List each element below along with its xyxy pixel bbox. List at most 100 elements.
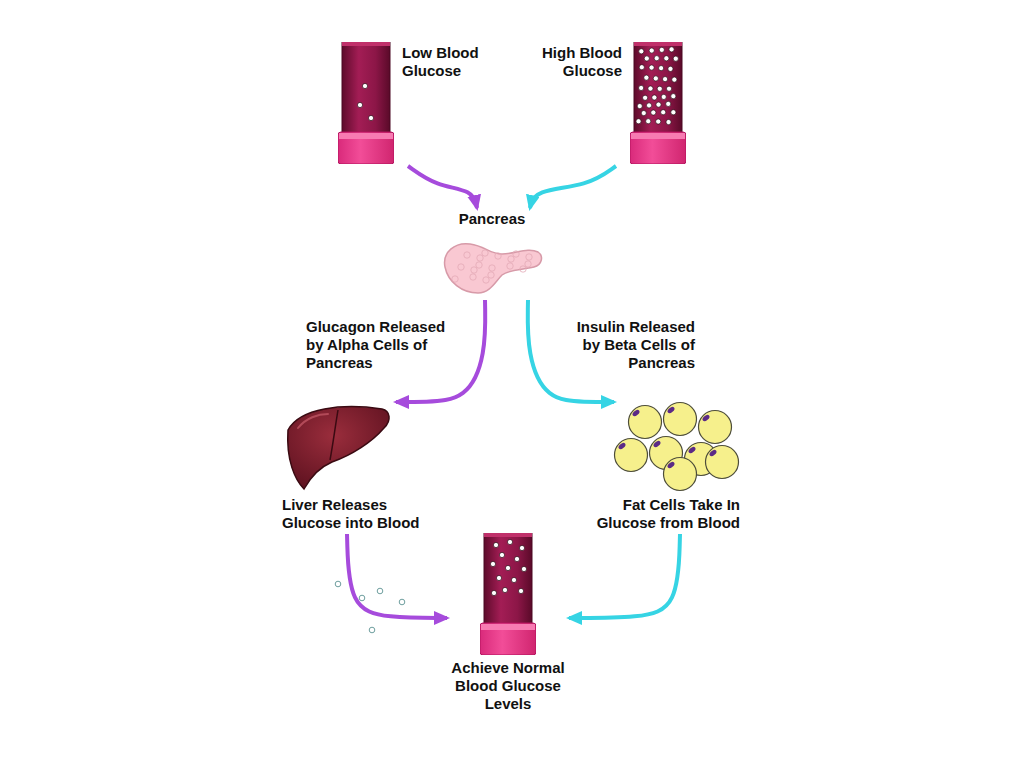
glucose-dot [666, 86, 671, 91]
liver-shape [288, 407, 389, 489]
fat-cells: Fat Cells Take In Glucose from Blood [580, 400, 740, 532]
node-label: Liver Releases Glucose into Blood [282, 496, 442, 532]
liver-highlight [298, 414, 328, 428]
glucose-dot [656, 119, 661, 124]
fat-cell [629, 406, 662, 439]
tube-rim [634, 42, 682, 46]
pancreas-shape [444, 244, 541, 293]
tube-base-band [481, 624, 535, 630]
glucose-dot [502, 587, 507, 592]
glucose-dot [518, 588, 523, 593]
fat-cell-body [699, 411, 732, 444]
glucose-dot [357, 102, 362, 107]
fat-cell-nucleus [687, 446, 696, 455]
hormone-arrow [347, 534, 447, 618]
glucose-dot [362, 83, 367, 88]
low-glucose-tube: Low Blood Glucose [338, 42, 497, 164]
glucose-dot [519, 545, 524, 550]
glucose-dot [493, 542, 498, 547]
glucose-dot [666, 101, 671, 106]
normal-glucose-tube: Achieve Normal Blood Glucose Levels [449, 533, 567, 713]
tube-body [484, 533, 532, 625]
fat-cell-body [664, 403, 697, 436]
pancreas-texture [494, 253, 500, 259]
hormone-label: Glucagon Released by Alpha Cells of Panc… [306, 318, 456, 372]
tube-base [480, 623, 536, 655]
pancreas-texture [470, 267, 476, 273]
fat-cell-nucleus [666, 461, 675, 470]
fat-cell [664, 458, 697, 491]
glucose-dot [639, 49, 644, 54]
glucose-dot [669, 47, 674, 52]
pancreas-texture [481, 250, 487, 256]
fat-cell [615, 439, 648, 472]
fat-cell-nucleus [708, 449, 717, 458]
glucose-dot [646, 119, 651, 124]
node-label: Low Blood Glucose [402, 44, 497, 80]
glucose-dot [641, 110, 646, 115]
tube-illustration [630, 42, 686, 164]
hormone-label: Insulin Released by Beta Cells of Pancre… [555, 318, 695, 372]
tube-body [634, 42, 682, 134]
hormone-arrow [530, 166, 616, 208]
glucose-dot [648, 86, 653, 91]
glucose-dot [636, 119, 641, 124]
fat-cell-body [706, 446, 739, 479]
glucose-dot [671, 110, 676, 115]
liver-lobe-line [330, 410, 338, 460]
pancreas-texture [476, 255, 482, 261]
pancreas-texture [451, 276, 457, 282]
glucose-dot [651, 110, 656, 115]
glucose-dot [644, 75, 649, 80]
glucose-dot [637, 103, 642, 108]
glucose-dot [505, 565, 510, 570]
glucose-dot [507, 539, 512, 544]
glucose-dot [652, 95, 657, 100]
tube-rim [484, 533, 532, 537]
fat-cell [664, 403, 697, 436]
fat-cell-nucleus [617, 442, 626, 451]
pancreas-texture [507, 256, 513, 262]
glucose-dot [668, 66, 673, 71]
glucose-dot [521, 566, 526, 571]
tube-base-band [631, 133, 685, 139]
glucose-dot [646, 103, 651, 108]
glucose-dot [496, 575, 501, 580]
tube-illustration [480, 533, 536, 655]
pancreas-illustration [440, 232, 545, 297]
fat-cell-nucleus [701, 414, 710, 423]
glucose-dot [662, 77, 667, 82]
pancreas-texture [463, 252, 469, 258]
fat-cell-nucleus [652, 440, 661, 449]
fat-cell [706, 446, 739, 479]
glucose-dot [656, 102, 661, 107]
liver-organ: Liver Releases Glucose into Blood [282, 400, 442, 532]
fat-cell-body [615, 439, 648, 472]
glucose-dot [672, 77, 677, 82]
pancreas-texture [488, 265, 494, 271]
glucose-dot [491, 590, 496, 595]
node-label: Achieve Normal Blood Glucose Levels [449, 659, 567, 713]
glucose-dot [664, 56, 669, 61]
tube-illustration [338, 42, 394, 164]
glucose-dot [654, 56, 659, 61]
node-label: High Blood Glucose [527, 44, 622, 80]
glucose-dot [657, 86, 662, 91]
glucose-dot [659, 47, 664, 52]
glucose-dot [499, 552, 504, 557]
tube-body [342, 42, 390, 134]
glucose-dot [666, 119, 671, 124]
glucose-dot [671, 94, 676, 99]
pancreas-texture [512, 251, 518, 257]
fat-cell-body [629, 406, 662, 439]
glucose-dot [644, 56, 649, 61]
glucose-dot [643, 95, 648, 100]
node-label: Fat Cells Take In Glucose from Blood [580, 496, 740, 532]
hormone-arrow [408, 166, 477, 208]
released-glucose-dots [335, 581, 405, 633]
tube-base [630, 132, 686, 164]
pancreas-texture [506, 263, 512, 269]
pancreas-texture [469, 274, 475, 280]
pancreas-organ: Pancreas [437, 210, 547, 297]
